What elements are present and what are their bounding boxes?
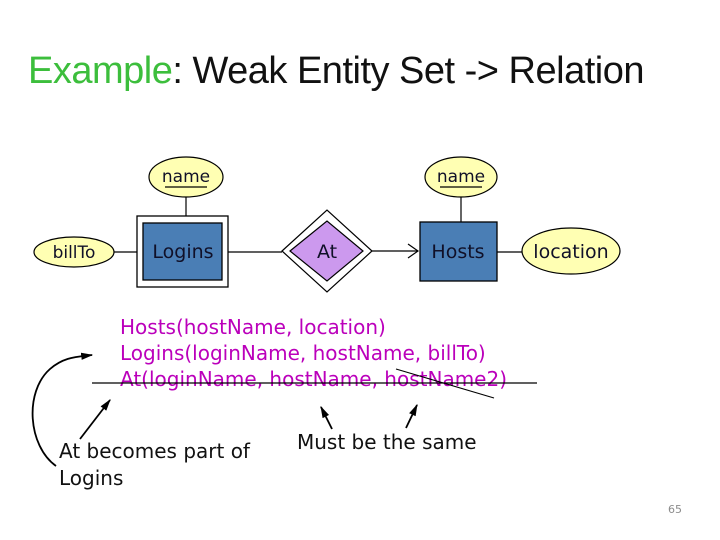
- relation-logins: Logins(loginName, hostName, billTo): [120, 341, 486, 365]
- entity-hosts-label: Hosts: [431, 241, 484, 263]
- relationship-at-inner-diamond: [289, 220, 364, 282]
- entity-logins-outer-rect: [136, 215, 229, 288]
- title-rest: : Weak Entity Set -> Relation: [172, 50, 644, 92]
- attribute-location-ellipse: [521, 227, 621, 275]
- entity-logins-label: Logins: [152, 241, 213, 263]
- attribute-name-hosts-ellipse: [424, 156, 498, 198]
- relation-at: At(loginName, hostName, hostName2): [120, 367, 508, 391]
- arrow-must-be-left: [320, 405, 333, 430]
- attribute-billto-ellipse: [33, 236, 115, 268]
- note-at-becomes: At becomes part of Logins: [59, 438, 250, 492]
- entity-logins-inner-rect: [142, 222, 223, 281]
- entity-hosts-rect: [419, 221, 498, 282]
- attribute-billto-label: billTo: [53, 243, 96, 263]
- note-must-be: Must be the same: [297, 430, 477, 454]
- relationship-at-label: At: [317, 241, 337, 263]
- relationship-at-outer-diamond: [281, 209, 373, 293]
- note-at-becomes-line1: At becomes part of: [59, 439, 250, 463]
- attribute-name-logins-ellipse: [148, 156, 224, 198]
- title-highlight: Example: [28, 50, 173, 92]
- attribute-location-label: location: [533, 241, 608, 263]
- arrow-must-be-right: [405, 403, 418, 429]
- attribute-name-logins-label: name: [162, 167, 210, 187]
- attribute-name-hosts-label: name: [437, 167, 485, 187]
- page-number: 65: [668, 503, 682, 516]
- slide-title: Example: Weak Entity Set -> Relation: [28, 50, 708, 93]
- note-at-becomes-line2: Logins: [59, 466, 124, 490]
- relation-schemas: Hosts(hostName, location) Logins(loginNa…: [120, 314, 507, 392]
- arrow-at-becomes-to-at-relation: [79, 399, 111, 440]
- relation-hosts: Hosts(hostName, location): [120, 315, 386, 339]
- arrowhead-at-hosts: [407, 243, 420, 259]
